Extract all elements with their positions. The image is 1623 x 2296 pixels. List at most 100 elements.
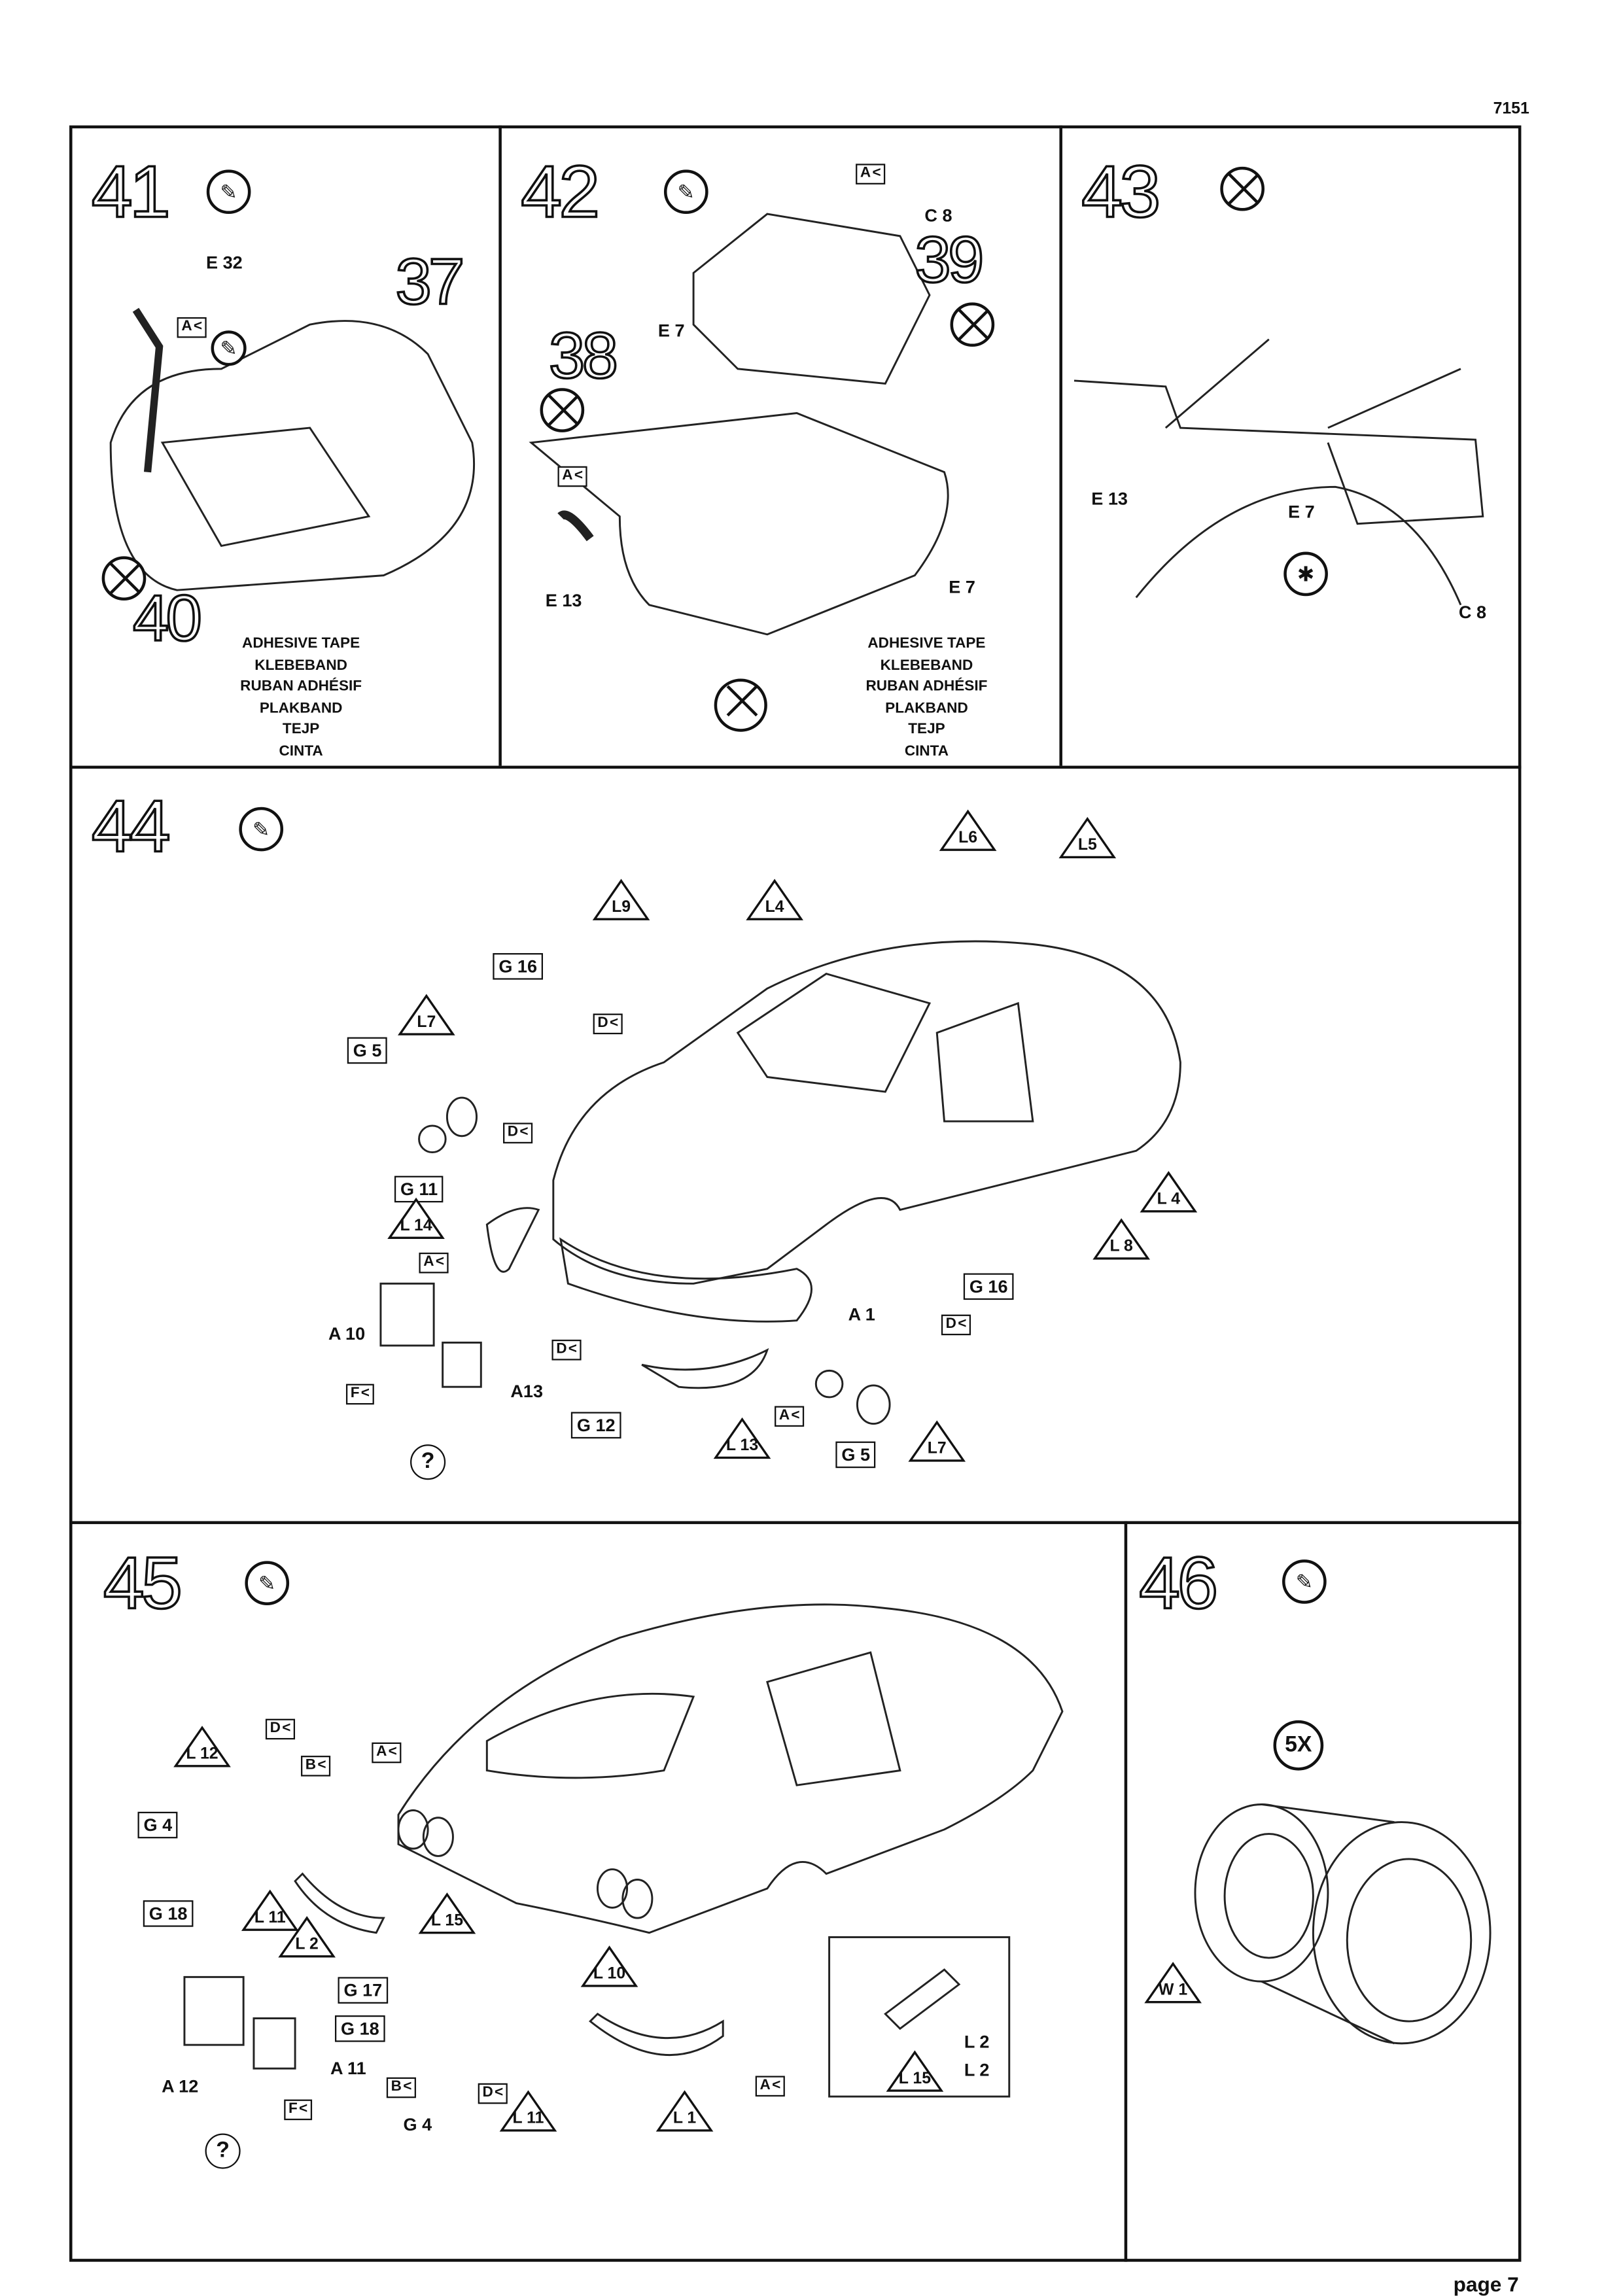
note-line: CINTA xyxy=(904,742,949,759)
no-glue-icon xyxy=(540,388,585,432)
part-label: C 8 xyxy=(1458,602,1487,623)
decal-label: W 1 xyxy=(1159,1981,1188,2000)
note-line: PLAKBAND xyxy=(259,700,343,717)
no-glue-icon xyxy=(1220,166,1265,211)
glue-icon: ✎ xyxy=(206,169,251,215)
decal-label: L 12 xyxy=(186,1745,218,1764)
decal-label: L4 xyxy=(765,898,784,916)
glue-icon: ✎ xyxy=(211,330,247,366)
note-line: PLAKBAND xyxy=(885,700,968,717)
decal-triangle: L4 xyxy=(745,878,804,922)
decal-triangle: L 12 xyxy=(173,1725,232,1769)
steps-frame xyxy=(69,125,1522,2262)
note-line: TEJP xyxy=(282,721,320,738)
part-label: A 12 xyxy=(162,2076,199,2097)
color-flag: A xyxy=(372,1742,402,1764)
decal-triangle: L9 xyxy=(591,878,650,922)
decal-label: L 8 xyxy=(1109,1238,1133,1256)
optional-question-icon: ? xyxy=(205,2133,241,2169)
decal-label: L6 xyxy=(958,829,978,847)
part-box: G 16 xyxy=(963,1273,1014,1300)
part-label: E 7 xyxy=(949,576,975,598)
part-label: C 8 xyxy=(924,205,952,226)
kit-number: 7151 xyxy=(1493,100,1529,118)
decal-label: L 4 xyxy=(1157,1191,1181,1209)
optional-question-icon: ? xyxy=(410,1444,446,1480)
part-box: G 5 xyxy=(347,1037,388,1064)
part-label: A 11 xyxy=(330,2058,366,2079)
decal-triangle: W 1 xyxy=(1143,1961,1202,2006)
step-number: 42 xyxy=(519,150,601,234)
part-label: A13 xyxy=(510,1381,544,1402)
color-flag: A xyxy=(775,1406,805,1427)
part-box: G 5 xyxy=(835,1441,877,1469)
decal-label: L 14 xyxy=(400,1217,432,1235)
note-line: KLEBEBAND xyxy=(254,657,347,674)
decal-label: L 10 xyxy=(593,1965,626,1983)
color-flag: D xyxy=(265,1718,296,1740)
decal-triangle: L 11 xyxy=(498,2089,557,2134)
reference-step: 38 xyxy=(548,320,620,392)
part-box: G 17 xyxy=(338,1977,389,2004)
decal-label: L 2 xyxy=(295,1936,319,1954)
glue-icon: ✎ xyxy=(663,169,708,215)
decal-label: L9 xyxy=(612,898,631,916)
decal-label: L 13 xyxy=(725,1436,759,1455)
color-flag: A xyxy=(177,317,207,338)
reference-step: 40 xyxy=(131,582,203,655)
color-flag: D xyxy=(593,1013,623,1035)
note-line: TEJP xyxy=(908,721,945,738)
divider xyxy=(69,1521,1522,1524)
quantity-badge: 5X xyxy=(1273,1720,1324,1771)
decal-triangle: L 10 xyxy=(580,1945,638,1989)
glue-icon: ✎ xyxy=(1282,1559,1327,1604)
decal-label: L5 xyxy=(1077,836,1097,854)
part-box: G 12 xyxy=(570,1412,621,1439)
note-line: RUBAN ADHÉSIF xyxy=(865,678,988,695)
part-box: G 11 xyxy=(394,1175,444,1203)
decal-label: L7 xyxy=(417,1013,436,1032)
step-number: 44 xyxy=(90,784,172,868)
part-label: E 7 xyxy=(657,320,685,341)
decal-triangle: L 13 xyxy=(712,1416,771,1461)
step-number: 41 xyxy=(90,150,172,234)
adhesive-tape-note: ADHESIVE TAPE KLEBEBAND RUBAN ADHÉSIF PLAKB… xyxy=(866,635,988,763)
no-glue-icon xyxy=(950,302,995,347)
part-box: G 4 xyxy=(137,1811,179,1839)
decal-triangle: L 11 xyxy=(241,1888,300,1933)
color-flag: F xyxy=(345,1383,374,1405)
decal-triangle: L7 xyxy=(397,993,456,1037)
no-glue-icon xyxy=(714,678,767,732)
page-number: page 7 xyxy=(1453,2272,1519,2296)
part-label: G 4 xyxy=(403,2114,432,2135)
decal-label: L7 xyxy=(927,1440,947,1458)
decal-label: L 15 xyxy=(898,2070,932,2088)
part-label: L 2 xyxy=(964,2059,990,2081)
step-number: 45 xyxy=(102,1541,184,1625)
color-flag: D xyxy=(551,1339,582,1361)
color-flag: A xyxy=(419,1252,449,1274)
no-glue-icon xyxy=(101,556,147,600)
glue-icon: ✎ xyxy=(239,807,284,852)
decal-label: L 1 xyxy=(672,2110,697,2128)
part-label: A 1 xyxy=(848,1304,875,1325)
decal-triangle: L7 xyxy=(907,1419,966,1464)
decal-triangle: L 15 xyxy=(885,2049,944,2094)
color-flag: B xyxy=(301,1756,331,1777)
color-flag: D xyxy=(478,2083,508,2104)
part-box: G 18 xyxy=(143,1900,194,1927)
decal-triangle: L5 xyxy=(1058,816,1117,860)
note-line: KLEBEBAND xyxy=(880,657,973,674)
divider xyxy=(69,765,1522,769)
part-box: G 18 xyxy=(334,2015,385,2042)
reference-step: 37 xyxy=(394,246,466,319)
decal-triangle: L6 xyxy=(938,809,997,853)
color-flag: A xyxy=(856,164,886,184)
note-line: ADHESIVE TAPE xyxy=(867,636,986,652)
glue-icon: ✎ xyxy=(245,1561,290,1605)
color-flag: D xyxy=(503,1122,533,1144)
decal-triangle: L 14 xyxy=(387,1196,445,1241)
